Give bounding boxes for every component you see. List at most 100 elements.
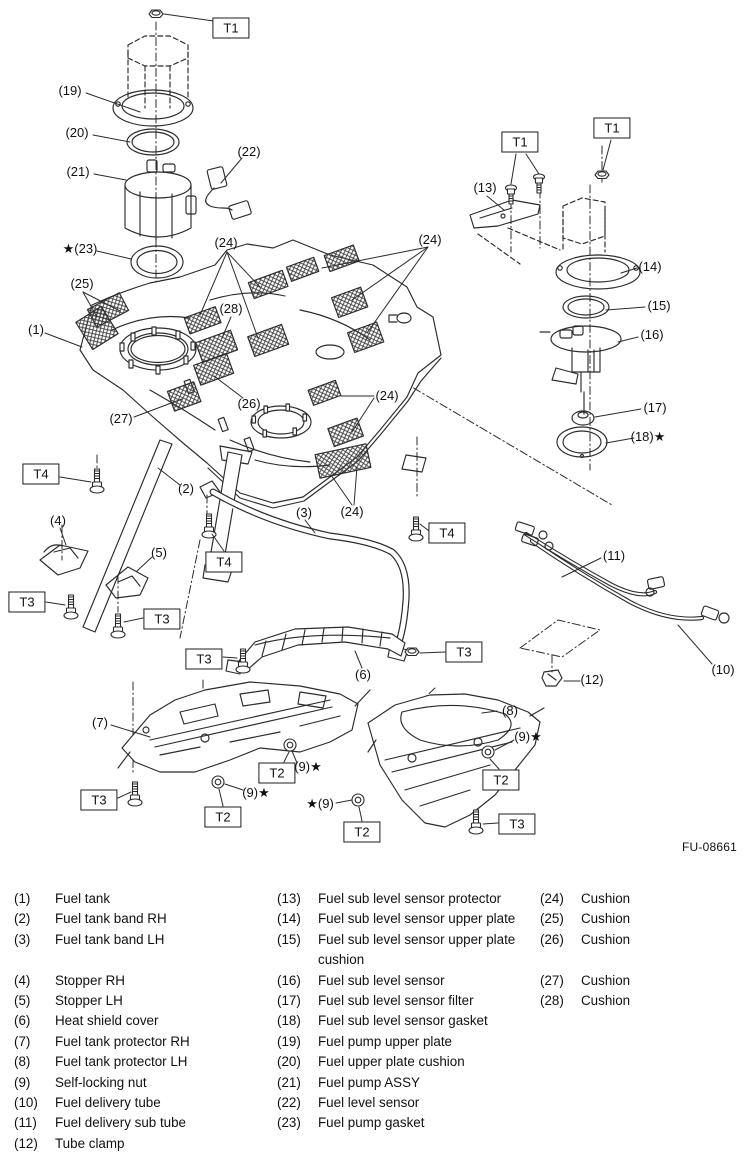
legend-item-name: Fuel tank band RH [55, 911, 167, 927]
legend-item-17: (17)Fuel sub level sensor filter [277, 991, 529, 1011]
callout-8-45: (8) [502, 704, 518, 718]
legend-item-name: Stopper RH [55, 972, 125, 988]
callout-text: (4) [50, 513, 66, 528]
star-icon: ★ [653, 429, 666, 444]
legend-item-number: (28) [540, 993, 564, 1009]
legend-item-16: (16) Fuel sub level sensor [277, 971, 529, 991]
callout-text: T3 [196, 651, 212, 667]
callout-text: (20) [65, 125, 89, 140]
callout-15-37: (15) [647, 299, 670, 313]
legend-item-name: Fuel tank [55, 891, 111, 906]
legend-item-name: Fuel delivery sub tube [55, 1115, 187, 1131]
torque-label-T4-5: T4 [428, 522, 466, 544]
callout-9-48: ★(9) [306, 797, 334, 811]
callout-text: (15) [647, 298, 671, 313]
legend-item-number: (16) [277, 972, 301, 988]
callout-text: (22) [237, 144, 261, 159]
torque-label-T2-13: T2 [343, 821, 381, 843]
legend-item-number: (6) [14, 1013, 31, 1029]
callout-text: T3 [19, 594, 35, 610]
star-icon: ★ [62, 241, 75, 256]
legend-item-10: (10)Fuel delivery tube [14, 1093, 264, 1113]
legend-item-name: Fuel pump ASSY [318, 1074, 420, 1090]
callout-text: (10) [711, 662, 735, 677]
legend-item-name: Fuel sub level sensor gasket [318, 1013, 488, 1029]
callout-text: T3 [154, 611, 170, 627]
legend-item-number: (20) [277, 1054, 301, 1070]
legend-item-number: (4) [14, 972, 31, 988]
callout-text: (6) [355, 667, 371, 682]
protector-rh-drawing [117, 681, 371, 773]
delivery-tubes-drawing [514, 521, 730, 687]
legend-item-number: (23) [277, 1115, 301, 1131]
torque-label-T3-10: T3 [80, 789, 118, 811]
callout-text: (9) [294, 759, 311, 774]
callout-text: T2 [269, 765, 285, 781]
callout-text: (3) [296, 505, 312, 520]
callout-text: (16) [640, 327, 664, 342]
callout-7-44: (7) [92, 716, 108, 730]
legend-item-1: (1) Fuel tank [14, 889, 264, 909]
callout-24-22: (24) [418, 233, 441, 247]
legend-item-number: (15) [277, 931, 301, 947]
legend-item-name: Fuel tank band LH [55, 931, 165, 947]
torque-label-T1-0: T1 [212, 17, 250, 39]
callout-text: (19) [58, 83, 82, 98]
callout-text: T1 [223, 20, 239, 36]
callout-text: T1 [604, 120, 620, 136]
callout-24-28: (24) [375, 389, 398, 403]
callout-24-29: (24) [340, 505, 363, 519]
legend-item-number: (19) [277, 1033, 301, 1049]
callout-18-40: (18)★ [631, 430, 666, 444]
legend-item-name: Fuel sub level sensor protector [318, 891, 502, 906]
tank-bands-drawing [39, 439, 427, 662]
callout-text: (26) [237, 396, 261, 411]
callout-text: (11) [602, 548, 626, 563]
torque-label-T3-7: T3 [143, 608, 181, 630]
callout-11-41: (11) [603, 549, 625, 563]
torque-label-T1-1: T1 [501, 131, 539, 153]
legend-item-name: Self-locking nut [55, 1074, 147, 1090]
legend-item-22: (22)Fuel level sensor [277, 1093, 529, 1113]
legend-item-name: Cushion [581, 993, 631, 1009]
legend-item-number: (1) [14, 891, 31, 906]
fuel-pump-assy-drawing [112, 9, 252, 279]
callout-23-20: ★(23) [63, 242, 98, 256]
callout-5-33: (5) [151, 546, 167, 560]
callout-text: (24) [214, 235, 238, 250]
callout-text: (1) [28, 322, 44, 337]
star-icon: ★ [530, 729, 542, 744]
legend-column-1: (1)Fuel tank(2)Fuel tank band RH(3)Fuel … [14, 889, 264, 1154]
torque-label-T4-3: T4 [22, 463, 60, 485]
callout-text: (21) [66, 164, 90, 179]
legend-item-5: (5)Stopper LH [14, 991, 264, 1011]
callout-20-17: (20) [65, 126, 88, 140]
legend-item-name: Fuel sub level sensor [318, 972, 445, 988]
legend-item-number: (18) [277, 1013, 301, 1029]
legend-item-12: (12)Tube clamp [14, 1134, 264, 1154]
callout-25-23: (25) [70, 277, 93, 291]
callout-17-39: (17) [643, 401, 666, 415]
callout-text: (13) [473, 180, 497, 195]
figure-code: FU-08661 [682, 840, 737, 854]
callout-12-43: (12) [580, 673, 603, 687]
callout-28-25: (28) [219, 302, 242, 316]
callout-16-38: (16) [640, 328, 663, 342]
legend-column-2: (13)Fuel sub level sensor protector(14)F… [277, 889, 529, 1134]
callout-text: (5) [151, 545, 167, 560]
legend-item-6: (6)Heat shield cover [14, 1011, 264, 1031]
legend-item-name: Fuel upper plate cushion [318, 1054, 465, 1070]
callout-text: (24) [418, 232, 442, 247]
torque-label-T4-4: T4 [205, 551, 243, 573]
legend-item-name: Cushion [581, 972, 631, 988]
legend-item-name: Tube clamp [55, 1135, 125, 1151]
callout-text: (9) [514, 729, 531, 744]
torque-label-T2-11: T2 [204, 806, 242, 828]
callout-text: (18) [630, 429, 654, 444]
callout-text: (7) [92, 715, 108, 730]
legend-item-number: (2) [14, 911, 31, 927]
callout-text: T4 [33, 466, 49, 482]
sub-level-sensor-drawing [469, 170, 641, 459]
callout-text: (28) [219, 301, 243, 316]
legend-item-number: (10) [14, 1095, 38, 1111]
